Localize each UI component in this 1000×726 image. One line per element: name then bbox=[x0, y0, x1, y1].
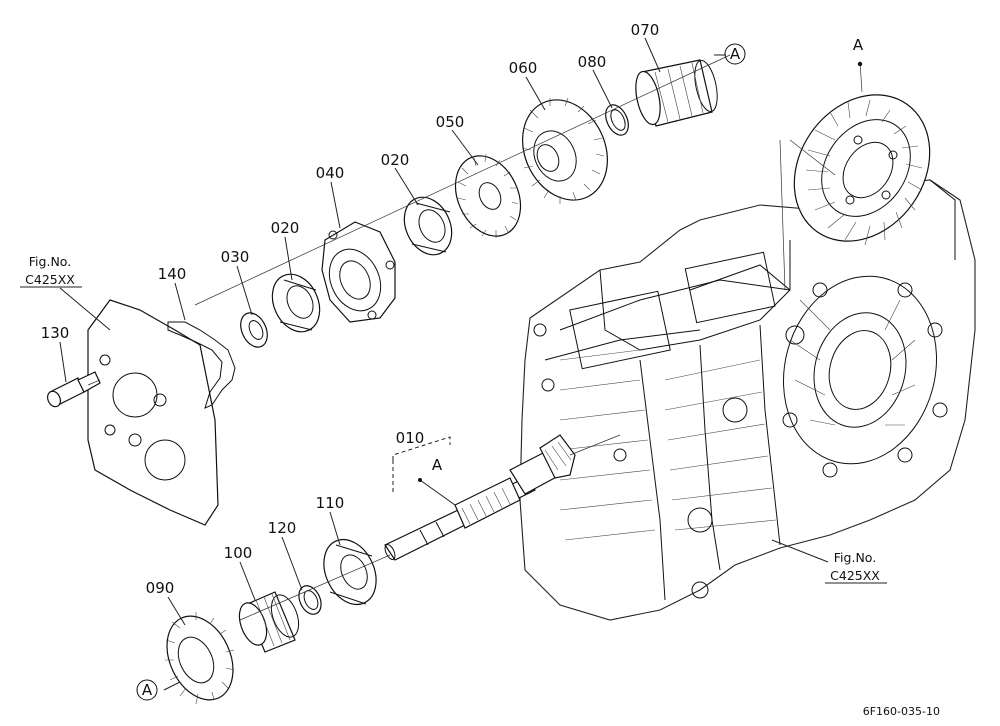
part-label-120: 120 bbox=[268, 519, 297, 537]
gasket-140 bbox=[167, 321, 236, 409]
cover-plate bbox=[87, 299, 219, 526]
part-label-140: 140 bbox=[158, 265, 187, 283]
callout-a-top-text: A bbox=[730, 45, 741, 63]
gear-090 bbox=[165, 612, 235, 705]
bearing-020-upper bbox=[403, 196, 453, 256]
fig-ref-right-line1: Fig.No. bbox=[834, 550, 876, 565]
drawing-code: 6F160-035-10 bbox=[863, 705, 940, 718]
part-label-110: 110 bbox=[316, 494, 345, 512]
gear-a-label: A bbox=[853, 36, 864, 54]
bearing-020-lower bbox=[271, 273, 321, 333]
assembly-a-label: A bbox=[432, 456, 443, 474]
part-label-020-upper: 020 bbox=[381, 151, 410, 169]
part-label-030: 030 bbox=[221, 248, 250, 266]
callout-a-bottom: A bbox=[136, 679, 158, 701]
sleeve-070 bbox=[635, 59, 718, 127]
fig-ref-right-line2: C425XX bbox=[830, 568, 880, 583]
part-label-130: 130 bbox=[41, 324, 70, 342]
part-label-070: 070 bbox=[631, 21, 660, 39]
part-label-040: 040 bbox=[316, 164, 345, 182]
part-label-050: 050 bbox=[436, 113, 465, 131]
circlip-080 bbox=[605, 104, 629, 136]
transmission-housing bbox=[519, 179, 976, 621]
gear-a-leader-dot bbox=[857, 61, 863, 67]
part-label-080: 080 bbox=[578, 53, 607, 71]
pinion-shaft-010 bbox=[384, 434, 576, 561]
fig-ref-left: Fig.No. C425XX bbox=[20, 254, 82, 288]
part-label-060: 060 bbox=[509, 59, 538, 77]
gear-050 bbox=[454, 153, 522, 238]
hub-100 bbox=[238, 591, 300, 653]
bearing-housing-040 bbox=[321, 221, 396, 323]
part-label-090: 090 bbox=[146, 579, 175, 597]
circlip-120 bbox=[298, 585, 322, 615]
bevel-gear-a bbox=[779, 61, 931, 291]
leader-lines bbox=[59, 37, 829, 691]
gear-060 bbox=[521, 97, 608, 204]
fig-ref-left-line2: C425XX bbox=[25, 272, 75, 287]
fig-ref-left-line1: Fig.No. bbox=[29, 254, 71, 269]
part-label-100: 100 bbox=[224, 544, 253, 562]
part-label-010: 010 bbox=[396, 429, 425, 447]
fig-ref-right: Fig.No. C425XX bbox=[825, 550, 887, 584]
callout-a-top: A bbox=[724, 43, 746, 65]
callout-a-bottom-text: A bbox=[142, 681, 153, 699]
part-label-020-lower: 020 bbox=[271, 219, 300, 237]
axis-lines bbox=[87, 54, 731, 621]
bolt-130 bbox=[46, 371, 101, 408]
seal-030 bbox=[240, 312, 268, 348]
